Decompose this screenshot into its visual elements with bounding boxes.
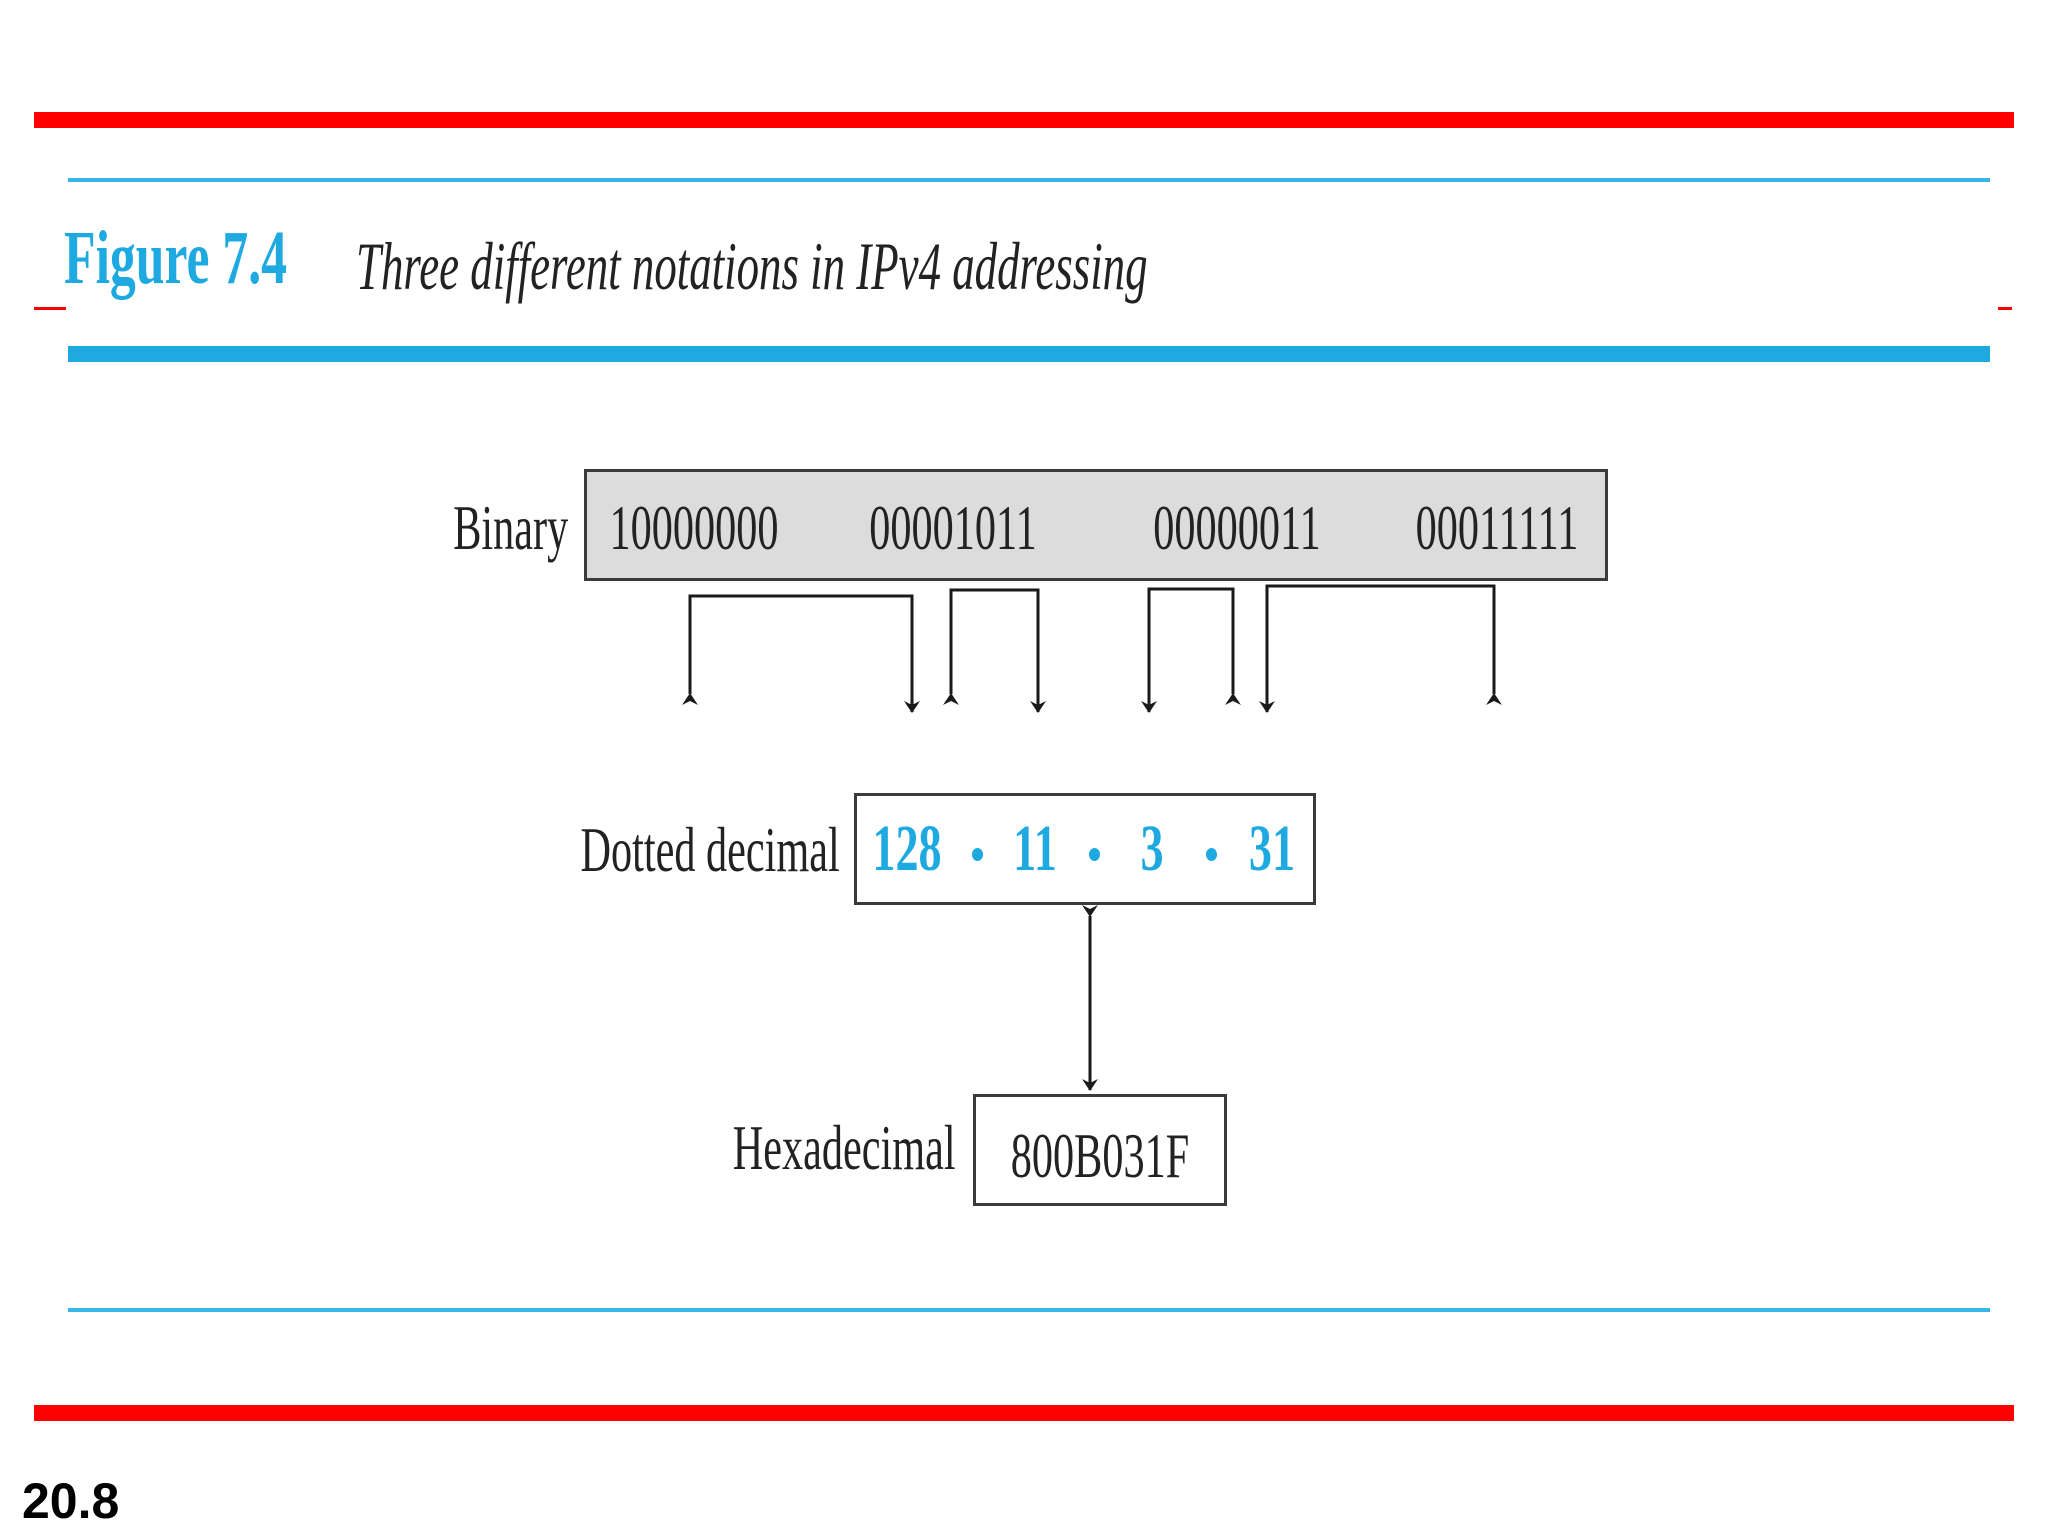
binary-octet-3: 00000011 — [1153, 492, 1321, 563]
figure-top-rule — [68, 178, 1990, 182]
dotted-decimal-label: Dotted decimal — [580, 814, 840, 885]
binary-octet-1: 10000000 — [609, 492, 779, 563]
arrow-octet4 — [1259, 584, 1502, 713]
binary-octet-4: 00011111 — [1415, 492, 1579, 563]
bottom-red-rule — [34, 1405, 2014, 1421]
binary-box — [584, 469, 1608, 581]
hexadecimal-value: 800B031F — [1010, 1120, 1190, 1191]
top-red-rule — [34, 112, 2014, 128]
decimal-separator-dot — [972, 848, 983, 861]
left-red-tick — [34, 307, 66, 310]
arrow-octet3 — [1141, 587, 1241, 713]
decimal-octet-1: 128 — [872, 812, 942, 885]
decimal-octet-2: 11 — [1013, 812, 1057, 885]
figure-bottom-rule — [68, 1308, 1990, 1312]
hexadecimal-box — [973, 1094, 1227, 1206]
dotted-decimal-box — [854, 793, 1316, 905]
arrow-octet2 — [943, 588, 1046, 713]
figure-caption-rule — [68, 346, 1990, 362]
decimal-separator-dot — [1206, 848, 1217, 861]
right-red-tick — [1998, 307, 2012, 310]
binary-label: Binary — [453, 492, 568, 563]
arrow-octet1 — [682, 594, 920, 713]
binary-octet-2: 00001011 — [869, 492, 1037, 563]
decimal-octet-3: 3 — [1140, 812, 1164, 885]
decimal-octet-4: 31 — [1248, 812, 1296, 885]
page-number: 20.8 — [22, 1473, 120, 1529]
hexadecimal-label: Hexadecimal — [733, 1112, 956, 1183]
figure-caption: Three different notations in IPv4 addres… — [356, 228, 1148, 304]
decimal-separator-dot — [1089, 848, 1100, 861]
figure-number: Figure 7.4 — [64, 216, 287, 300]
